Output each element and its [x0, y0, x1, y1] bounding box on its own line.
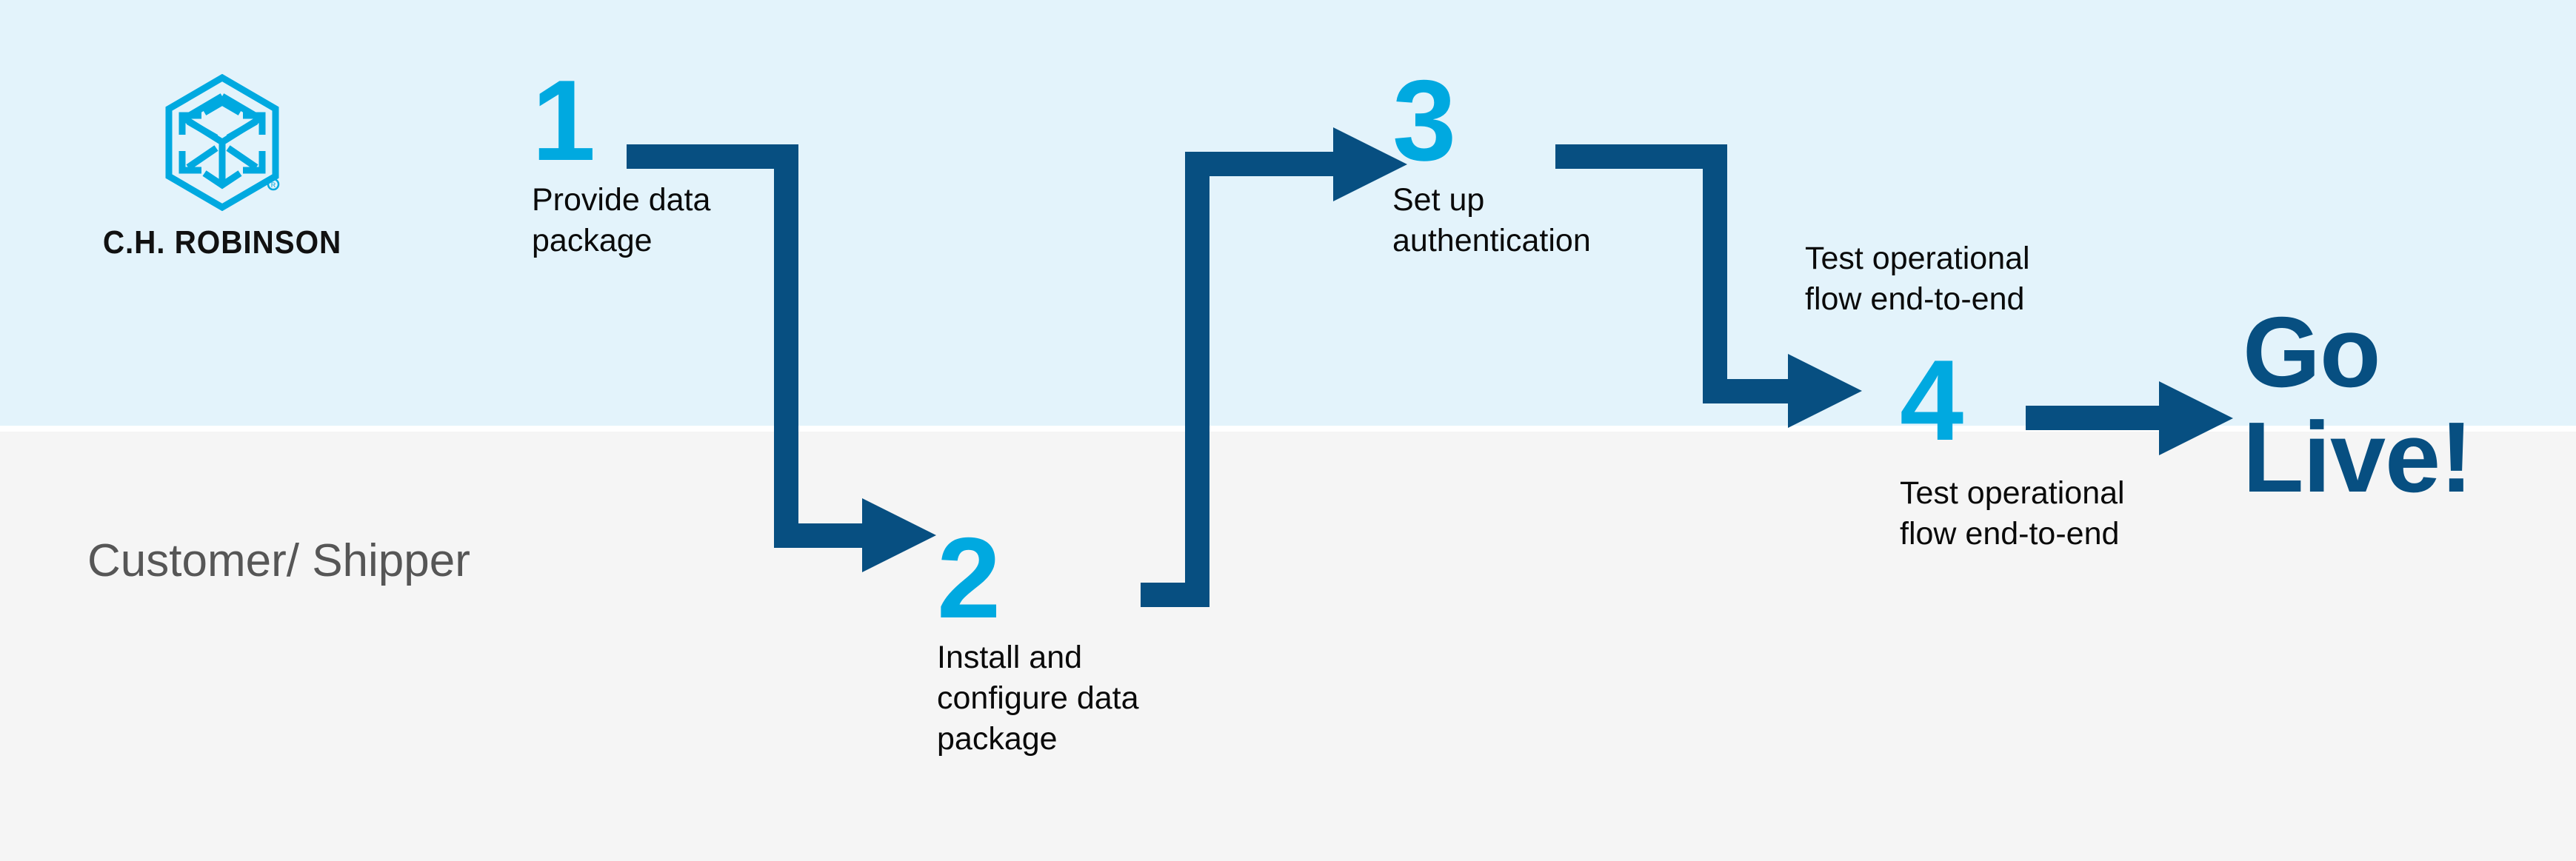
step-4: 4 Test operational flow end-to-end [1900, 336, 2211, 555]
step-3-number: 3 [1392, 56, 1456, 184]
band-top-partner-lane [0, 0, 2576, 426]
brand-wordmark: C.H. ROBINSON [102, 224, 342, 261]
step-2-number: 2 [937, 514, 1001, 642]
step-1-number: 1 [532, 56, 595, 184]
hexagon-cube-arrows-logo-icon: R [165, 74, 280, 211]
step-1-label: Provide data package [532, 181, 711, 258]
step-3: 3 Set up authentication [1392, 56, 1689, 261]
connector-step4-to-golive [2026, 381, 2233, 455]
connector-step2-to-step3 [1141, 127, 1407, 607]
step-1: 1 Provide data package [532, 56, 776, 261]
step-4-number: 4 [1900, 336, 1963, 464]
svg-text:R: R [271, 181, 276, 189]
brand-logo-block: R C.H. ROBINSON [81, 74, 363, 261]
step-2: 2 Install and configure data package [937, 514, 1218, 760]
connector-step3-to-step4 [1555, 144, 1862, 428]
go-live-callout: Go Live! [2243, 296, 2473, 513]
step-3-note: Test operational flow end-to-end [1805, 238, 2116, 320]
connector-step1-to-step2 [627, 144, 936, 572]
step-3-note-label: Test operational flow end-to-end [1805, 241, 2030, 318]
step-3-label: Set up authentication [1392, 181, 1591, 258]
lane-label-customer-shipper: Customer/ Shipper [87, 535, 470, 586]
band-bottom-customer-lane [0, 432, 2576, 861]
step-2-label: Install and configure data package [937, 639, 1139, 757]
step-4-label: Test operational flow end-to-end [1900, 475, 2125, 552]
